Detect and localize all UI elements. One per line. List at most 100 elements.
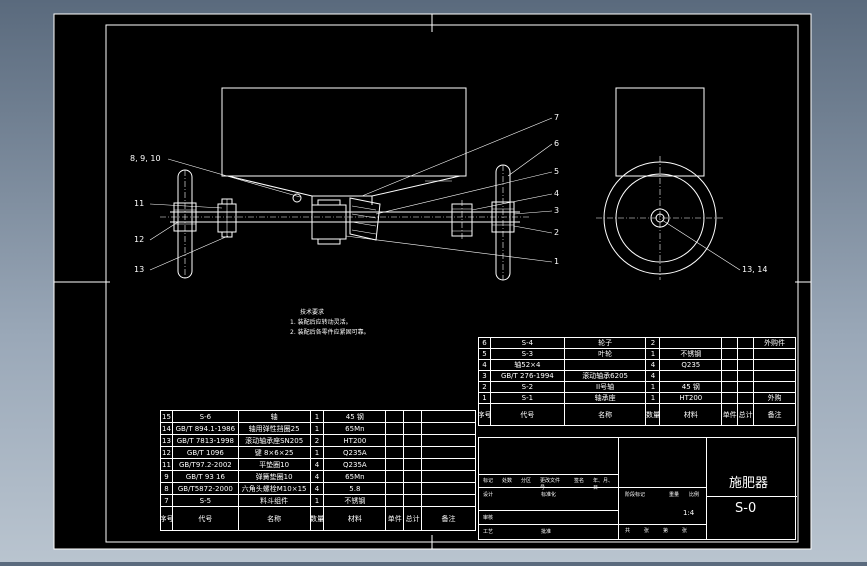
table-cell [422, 459, 476, 471]
table-cell [722, 338, 739, 349]
table-cell: GB/T97.2-2002 [172, 459, 239, 471]
stage-label: 阶段标记 [625, 492, 646, 498]
table-cell [404, 459, 423, 471]
table-cell [722, 393, 739, 404]
table-cell: 5 [479, 349, 491, 360]
table-cell [660, 371, 723, 382]
table-cell: 总计 [738, 404, 755, 426]
table-header-row: 序号代号名称数量材料单件总计备注 [161, 507, 476, 531]
table-cell: Q235A [324, 459, 387, 471]
table-cell: 15 [161, 411, 173, 423]
table-cell [422, 435, 476, 447]
leader-lines [149, 117, 741, 271]
table-cell: 12 [161, 447, 173, 459]
review-label: 审核 [483, 515, 494, 521]
table-cell: GB/T 7813-1998 [172, 435, 239, 447]
balloon-3: 3 [554, 206, 560, 215]
table-cell: 8 [161, 483, 173, 495]
table-cell: 13 [161, 435, 173, 447]
table-cell: 外购 [754, 393, 796, 404]
weight-label: 重量 [669, 492, 680, 498]
sheet-outer-border [53, 13, 812, 550]
table-header-row: 序号代号名称数量材料单件总计备注 [479, 404, 796, 426]
table-cell: 轴 [238, 411, 311, 423]
table-cell: 键 8×6×25 [238, 447, 311, 459]
front-view [160, 87, 530, 281]
table-cell: II号轴 [564, 382, 647, 393]
table-cell [738, 371, 755, 382]
table-cell: Q235A [324, 447, 387, 459]
table-cell: 单件 [722, 404, 739, 426]
table-cell [422, 495, 476, 507]
table-cell [738, 382, 755, 393]
drawing-name: 施肥器 [729, 476, 769, 491]
table-cell: 4 [479, 360, 491, 371]
table-cell: 材料 [660, 404, 723, 426]
balloon-13: 13 [134, 265, 145, 274]
table-cell [660, 338, 723, 349]
table-cell: GB/T 894.1-1986 [172, 423, 239, 435]
table-cell [738, 349, 755, 360]
table-cell: 备注 [754, 404, 796, 426]
table-cell: 单件 [386, 507, 405, 531]
table-cell [404, 423, 423, 435]
table-cell [754, 382, 796, 393]
table-cell: 不锈钢 [324, 495, 387, 507]
table-cell [754, 371, 796, 382]
table-cell: 叶轮 [564, 349, 647, 360]
table-cell [422, 423, 476, 435]
table-cell: 料斗组件 [238, 495, 311, 507]
table-cell: 序号 [161, 507, 173, 531]
table-cell: 代号 [172, 507, 239, 531]
table-cell: S-1 [490, 393, 565, 404]
table-cell [404, 411, 423, 423]
table-cell: 名称 [238, 507, 311, 531]
table-cell: 滚动轴承座SN205 [238, 435, 311, 447]
table-cell [422, 471, 476, 483]
standard-label: 标准化 [541, 492, 557, 498]
table-cell [386, 483, 405, 495]
title-block: 标记处数分区更改文件号签名年、月、日 设计 标准化 审核 工艺 批准 阶段标记 … [478, 437, 797, 540]
revision-header-row: 标记处数分区更改文件号签名年、月、日 [483, 478, 613, 491]
table-cell [404, 483, 423, 495]
balloon-8-9-10: 8, 9, 10 [130, 154, 161, 163]
table-cell [386, 447, 405, 459]
balloon-5: 5 [554, 167, 560, 176]
approve-label: 批准 [541, 529, 552, 535]
table-cell: 14 [161, 423, 173, 435]
table-cell: 1 [310, 423, 325, 435]
table-cell: GB/T 93 16 [172, 471, 239, 483]
table-cell [386, 471, 405, 483]
table-cell [386, 495, 405, 507]
scale-value: 1:4 [683, 509, 695, 517]
table-cell: 65Mn [324, 423, 387, 435]
balloon-1: 1 [554, 257, 560, 266]
sheet-inner-border [105, 24, 799, 543]
technical-notes: 技术要求 1. 装配后应转动灵活。 2. 装配后各零件应紧固可靠。 [290, 308, 370, 338]
table-cell [386, 435, 405, 447]
table-cell [722, 360, 739, 371]
table-cell: 4 [646, 360, 661, 371]
table-cell: 平垫圈10 [238, 459, 311, 471]
table-cell: 材料 [324, 507, 387, 531]
table-cell: HT200 [324, 435, 387, 447]
table-cell: Q235 [660, 360, 723, 371]
table-cell: 2 [479, 382, 491, 393]
table-cell: 数量 [646, 404, 661, 426]
table-cell: 弹簧垫圈10 [238, 471, 311, 483]
table-cell: 轴承座 [564, 393, 647, 404]
table-cell: 滚动轴承6205 [564, 371, 647, 382]
notes-line-2: 2. 装配后各零件应紧固可靠。 [290, 329, 370, 336]
